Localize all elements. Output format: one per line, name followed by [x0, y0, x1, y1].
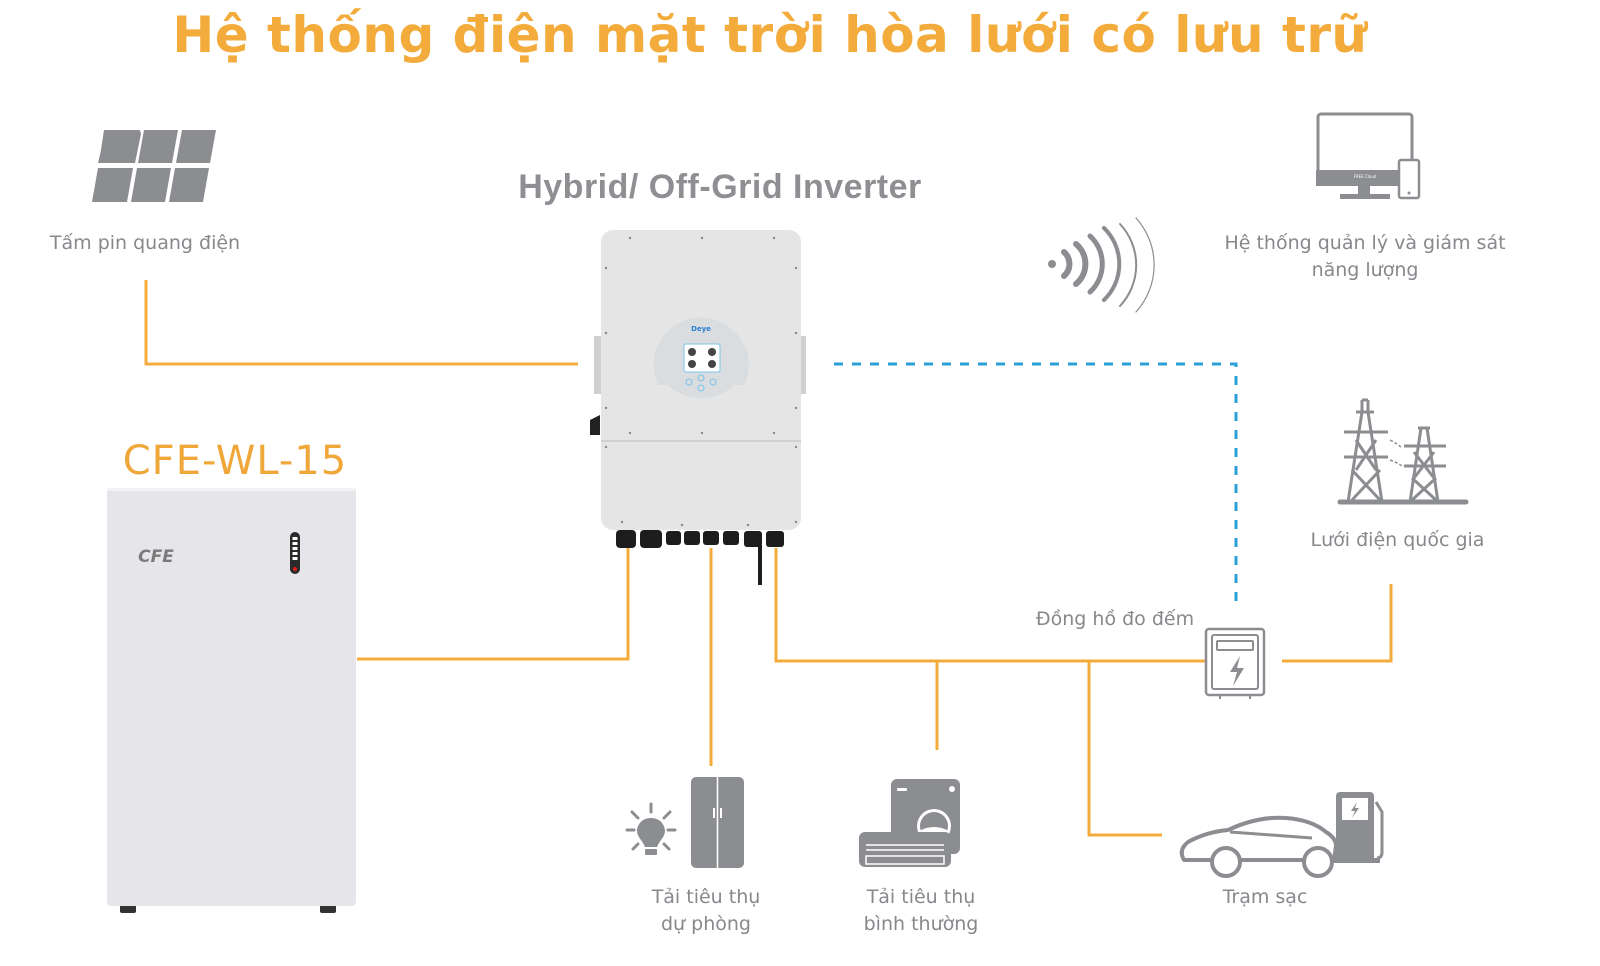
electric-meter-icon [1204, 627, 1266, 699]
transmission-tower-icon [1337, 398, 1469, 505]
battery-cabinet: CFE [107, 488, 356, 913]
battery-model-label: CFE-WL-15 [122, 438, 348, 484]
wifi-signal-icon [1048, 217, 1155, 313]
grid-label: Lưới điện quốc gia [1310, 529, 1485, 551]
solar-panel-label: Tấm pin quang điện [49, 232, 241, 254]
battery-brand: CFE [138, 547, 174, 567]
normal-load-label-line1: Tải tiêu thụ [866, 886, 976, 908]
monitoring-label-line2: năng lượng [1311, 259, 1419, 281]
charging-station-label: Trạm sạc [1222, 886, 1308, 908]
inverter-title: Hybrid/ Off-Grid Inverter [518, 168, 922, 206]
monitoring-label-line1: Hệ thống quản lý và giám sát [1224, 232, 1506, 254]
page-title: Hệ thống điện mặt trời hòa lưới có lưu t… [172, 6, 1368, 64]
washer-aircon-icon [859, 779, 960, 867]
normal-load-label-line2: bình thường [863, 913, 979, 935]
inverter-device: Deye [590, 230, 806, 585]
backup-load-label: Tải tiêu thụ dự phòng [600, 884, 812, 938]
ev-charger-car-icon [1179, 792, 1384, 878]
backup-load-label-line1: Tải tiêu thụ [651, 886, 761, 908]
lightbulb-fridge-icon [625, 777, 744, 868]
meter-label: Đồng hồ đo đếm [1035, 608, 1195, 630]
line-meter-grid [1282, 584, 1393, 663]
monitor-screen-text: FREE Cloud [1354, 174, 1377, 179]
power-lines [144, 280, 1393, 837]
line-data-monitoring [834, 362, 1238, 608]
monitor-phone-icon: FREE Cloud [1316, 112, 1421, 200]
normal-load-label: Tải tiêu thụ bình thường [815, 884, 1027, 938]
line-bus-charger [1087, 661, 1162, 837]
inverter-brand: Deye [691, 325, 711, 333]
solar-panel-cells [92, 130, 216, 202]
line-inverter-bus [774, 548, 1205, 663]
line-solar-inverter [144, 280, 578, 366]
line-battery-inverter [357, 548, 630, 661]
monitoring-label: Hệ thống quản lý và giám sát năng lượng [1200, 230, 1530, 284]
backup-load-label-line2: dự phòng [661, 913, 751, 935]
